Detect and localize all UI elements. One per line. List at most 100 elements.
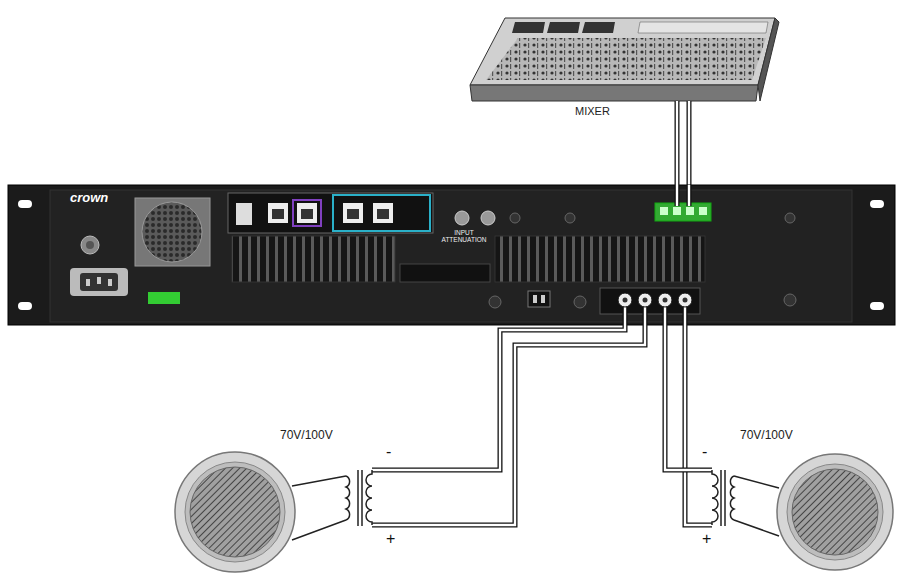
speaker-wire <box>372 325 645 525</box>
amplifier-drawing <box>301 209 313 219</box>
amplifier-drawing <box>81 236 99 254</box>
amplifier-drawing <box>18 302 32 310</box>
amplifier-drawing <box>655 203 711 221</box>
speaker-cable <box>677 130 678 185</box>
cable <box>405 325 625 470</box>
amplifier-drawing <box>870 302 884 310</box>
speaker-box: 70V/100V <box>700 425 898 575</box>
amplifier-drawing <box>528 291 550 307</box>
amplifier-drawing <box>297 203 317 223</box>
transformer-symbol <box>292 476 346 540</box>
mixer-drawing <box>512 22 545 33</box>
amplifier-drawing <box>541 295 545 303</box>
amplifier-drawing <box>80 273 118 291</box>
mixer-cable <box>687 101 692 185</box>
transformer-symbol <box>720 470 722 526</box>
amplifier-drawing <box>347 209 359 219</box>
amplifier-drawing <box>400 264 490 282</box>
speaker-wire <box>372 325 712 525</box>
transformer-symbol <box>712 470 718 525</box>
ceiling-speaker <box>792 469 878 555</box>
transformer-symbol <box>361 470 363 526</box>
amplifier-drawing <box>660 207 668 215</box>
mixer-cable <box>688 101 690 185</box>
output-terminal <box>618 293 632 307</box>
ceiling-speaker <box>175 452 295 572</box>
mixer-cable <box>677 101 689 185</box>
amplifier-drawing <box>293 200 321 226</box>
mixer-drawing <box>638 22 768 33</box>
amplifier-drawing <box>8 185 895 325</box>
polarity-label: - <box>702 444 707 460</box>
amplifier-drawing <box>785 213 795 223</box>
amplifier-drawing <box>495 236 705 282</box>
amplifier-drawing <box>565 213 575 223</box>
ceiling-speaker <box>190 467 280 557</box>
speaker-wire <box>700 468 712 473</box>
ceiling-speaker <box>175 452 893 572</box>
speaker-cable <box>405 325 625 470</box>
mixer-drawing <box>470 85 758 101</box>
output-terminal <box>643 298 648 303</box>
ceiling-speaker <box>777 454 893 570</box>
speaker-wire <box>372 325 645 525</box>
amplifier-drawing <box>673 207 681 215</box>
amplifier-drawing <box>108 279 112 286</box>
amplifier-drawing <box>481 211 495 225</box>
output-terminal <box>618 293 692 307</box>
speaker-wire <box>685 325 712 525</box>
amplifier-drawing <box>489 296 501 308</box>
speaker-wire <box>700 469 712 471</box>
transformer-symbol <box>357 470 359 526</box>
amplifier-drawing <box>86 279 90 286</box>
polarity-label: + <box>386 531 395 547</box>
amplifier-drawing <box>268 203 288 223</box>
amplifier-drawing <box>373 203 393 223</box>
amplifier-drawing <box>8 185 895 325</box>
cable <box>675 130 680 185</box>
amplifier-drawing <box>86 241 94 249</box>
mixer-cable <box>676 101 678 130</box>
amplifier-drawing <box>574 296 586 308</box>
amplifier-wire-stubs <box>688 185 690 206</box>
output-terminal <box>658 293 672 307</box>
output-terminal <box>663 298 668 303</box>
transformer-symbol <box>292 470 779 540</box>
speaker-cable <box>665 325 700 470</box>
control-label: INPUT ATTENUATION <box>434 229 494 244</box>
cable-core <box>405 325 625 470</box>
mixer-drawing <box>470 18 779 101</box>
amplifier-drawing <box>870 200 884 208</box>
amplifier-drawing <box>148 292 180 304</box>
amplifier-box: crownINPUT ATTENUATION <box>8 185 895 325</box>
cable-core <box>665 325 700 470</box>
output-terminal <box>623 298 628 303</box>
cable <box>665 325 700 470</box>
amplifier-drawing <box>97 277 101 284</box>
amplifier-wire-stubs <box>676 185 678 206</box>
amplifier-drawing <box>236 203 252 225</box>
amplifier-drawing <box>232 236 395 282</box>
ceiling-speaker <box>787 464 883 560</box>
speaker-wire <box>372 468 405 473</box>
cable-core <box>676 130 678 185</box>
amplifier-drawing <box>686 207 694 215</box>
mixer-cable <box>675 101 680 130</box>
amplifier-drawing <box>377 209 389 219</box>
amplifier-drawing <box>70 268 128 296</box>
polarity-label: - <box>386 444 391 460</box>
voltage-label: 70V/100V <box>740 429 793 443</box>
mixer-drawing <box>470 18 775 85</box>
amplifier-drawing <box>142 202 202 262</box>
amplifier-drawing <box>272 209 284 219</box>
transformer-symbol <box>366 470 372 525</box>
voltage-label: 70V/100V <box>280 429 333 443</box>
transformer-symbol <box>346 476 350 520</box>
mixer-box: MIXER <box>440 15 785 130</box>
transformer-symbol <box>734 476 779 536</box>
brand-logo: crown <box>70 191 108 206</box>
amplifier-drawing <box>50 190 852 322</box>
amplifier-drawing <box>510 213 520 223</box>
